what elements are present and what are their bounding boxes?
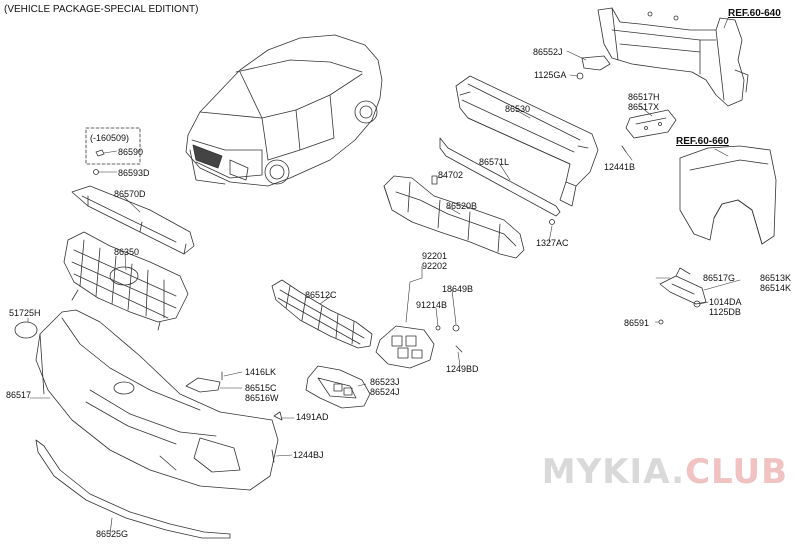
part-label-86517: 86517 (6, 390, 32, 400)
part-label-86570D: 86570D (114, 189, 146, 199)
fog-lamp-bracket (375, 325, 435, 369)
watermark-part2: CLUB (685, 452, 788, 492)
part-label-86516W: 86516W (245, 393, 279, 403)
ref-top-right: REF.60-640 (728, 8, 781, 19)
part-label-84702: 84702 (438, 170, 464, 180)
clip-91214B (435, 325, 441, 331)
watermark-part1: MYKIA. (541, 452, 686, 492)
part-label-51725H: 51725H (9, 308, 41, 318)
part-label-86515C: 86515C (245, 383, 277, 393)
part-label-1014DA: 1014DA (709, 297, 742, 307)
fender (679, 145, 777, 245)
part-label-86593D: 86593D (118, 168, 150, 178)
part-label-86517G: 86517G (703, 273, 736, 283)
bolt-1249BD (455, 345, 463, 353)
part-label-86514K: 86514K (760, 283, 792, 293)
part-label-1125GA: 1125GA (534, 70, 567, 80)
part-label-18649B: 18649B (442, 284, 474, 294)
clip-1327AC (549, 219, 555, 225)
part-label-86513K: 86513K (760, 273, 792, 283)
part-label-1491AD: 1491AD (296, 412, 329, 422)
fog-lamp-bezel (305, 365, 371, 409)
part-label-12441B: 12441B (604, 162, 636, 172)
part-label-86350: 86350 (114, 247, 140, 257)
radiator-support (597, 7, 749, 107)
part-label-86571L: 86571L (479, 157, 510, 167)
part-label-86591: 86591 (624, 318, 650, 328)
bracket-86517H (625, 109, 677, 139)
part-label-86512C: 86512C (305, 290, 337, 300)
part-label-1125DB: 1125DB (709, 307, 741, 317)
screw-86517G (675, 267, 691, 277)
part-label-92201: 92201 (422, 251, 448, 261)
bumper-beam (455, 75, 599, 207)
foam-absorber (383, 175, 525, 259)
part-label-1244BJ: 1244BJ (293, 450, 324, 460)
part-label-86520B: 86520B (446, 201, 478, 211)
clip-84702 (431, 175, 438, 185)
dashed-box (85, 127, 141, 165)
lower-grille (271, 279, 373, 349)
bolt-12441B (621, 145, 627, 153)
part-label-86517X: 86517X (628, 102, 660, 112)
lower-lip (35, 439, 231, 539)
absorber-strip (439, 137, 561, 217)
clip-1491AD (273, 411, 283, 421)
diagram-header: (VEHICLE PACKAGE-SPECIAL EDITIONT) (4, 4, 199, 15)
bracket-86552J (581, 55, 611, 71)
radiator-grille (63, 231, 189, 331)
emblem-86590 (95, 149, 105, 157)
part-label-92202: 92202 (422, 261, 448, 271)
clip-86591 (658, 319, 664, 325)
side-trim (185, 377, 221, 393)
car-illustration (185, 34, 383, 187)
side-bracket (659, 275, 707, 305)
part-label-91214B: 91214B (416, 300, 448, 310)
part-label-1249BD: 1249BD (446, 364, 479, 374)
dashed-box-label: (-160509) (90, 133, 130, 143)
bumper-cover (35, 309, 279, 491)
part-label-86590: 86590 (118, 147, 144, 157)
part-label-86523J: 86523J (370, 377, 400, 387)
part-label-1327AC: 1327AC (536, 238, 569, 248)
part-label-86524J: 86524J (370, 387, 400, 397)
watermark: MYKIA.CLUB (542, 452, 788, 492)
part-label-86525G: 86525G (96, 529, 129, 539)
screw-1244BJ (271, 449, 275, 463)
emblem-51725H (14, 321, 38, 339)
part-label-86530: 86530 (505, 104, 531, 114)
clip-18649B (452, 324, 460, 332)
part-label-1416LK: 1416LK (245, 367, 277, 377)
grille-upper (71, 185, 195, 255)
ref-fender: REF.60-660 (676, 136, 729, 147)
part-label-86517H: 86517H (628, 92, 660, 102)
part-label-86552J: 86552J (533, 47, 563, 57)
